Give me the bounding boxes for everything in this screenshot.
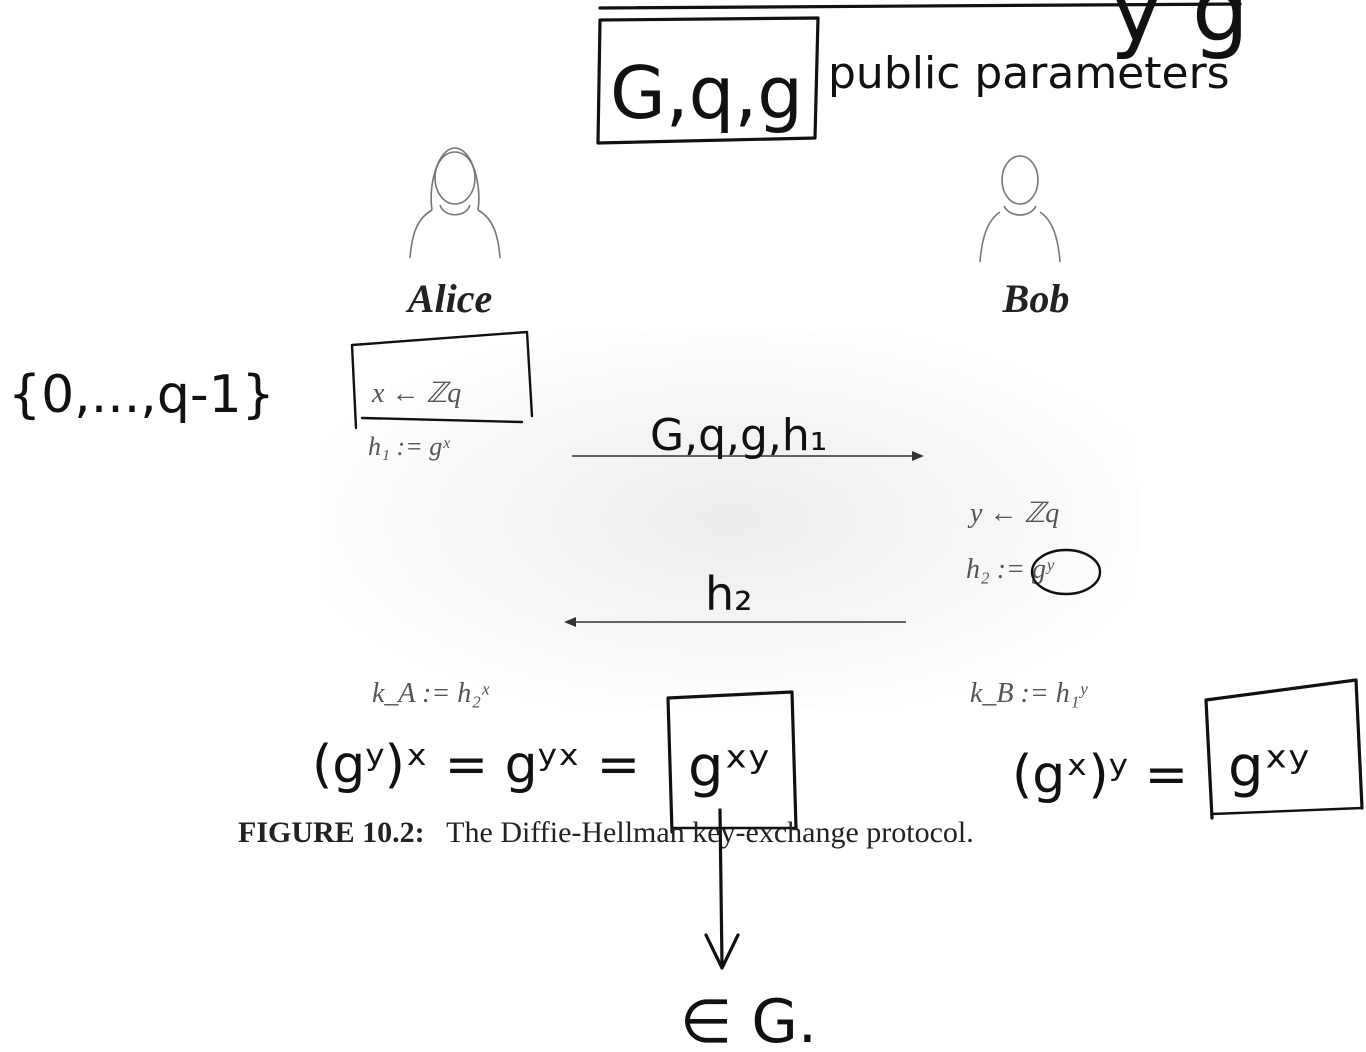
bob-result: gˣʸ — [1228, 735, 1309, 800]
range-note: {0,...,q-1} — [8, 365, 275, 425]
alice-label: Alice — [405, 276, 492, 321]
membership-note: ∈ G. — [680, 987, 817, 1052]
bob-sample: y ← ℤq — [967, 498, 1059, 529]
alice-result: gˣʸ — [688, 735, 769, 800]
bob-key: k_B := h₁ʸ — [970, 678, 1088, 709]
bob-h2: h₂ := gʸ — [966, 554, 1055, 585]
params-box — [596, 16, 820, 145]
background-wash — [320, 330, 1140, 710]
bob-icon — [979, 155, 1061, 263]
alice-sample: x ← ℤq — [371, 378, 461, 409]
bob-label: Bob — [1002, 276, 1070, 321]
alice-h1: h₁ := gˣ — [368, 432, 450, 461]
title-fragment: y g — [598, 0, 1249, 62]
figure-caption: FIGURE 10.2: The Diffie-Hellman key-exch… — [238, 816, 974, 849]
down-arrow — [718, 808, 724, 967]
alice-sample-box — [350, 330, 534, 430]
alice-result-box — [666, 690, 798, 834]
caption-label: FIGURE 10.2: — [238, 816, 425, 849]
params-note: public parameters — [828, 48, 1230, 99]
message-to-alice: h₂ — [705, 567, 753, 621]
alice-derivation: (gʸ)ˣ = gʸˣ = — [312, 735, 640, 795]
alice-key: k_A := h₂ˣ — [372, 678, 490, 709]
svg-text:y g: y g — [1110, 0, 1249, 62]
bob-result-box — [1204, 678, 1364, 820]
alice-icon — [409, 147, 501, 259]
message-to-bob: G,q,g,h₁ — [650, 410, 827, 461]
bob-gy-circle — [1030, 548, 1102, 596]
bob-derivation: (gˣ)ʸ = — [1012, 745, 1188, 805]
public-parameters: G,q,g public parameters — [596, 16, 1230, 145]
caption-text: The Diffie-Hellman key-exchange protocol… — [446, 816, 974, 849]
params-boxed-text: G,q,g — [610, 51, 803, 135]
